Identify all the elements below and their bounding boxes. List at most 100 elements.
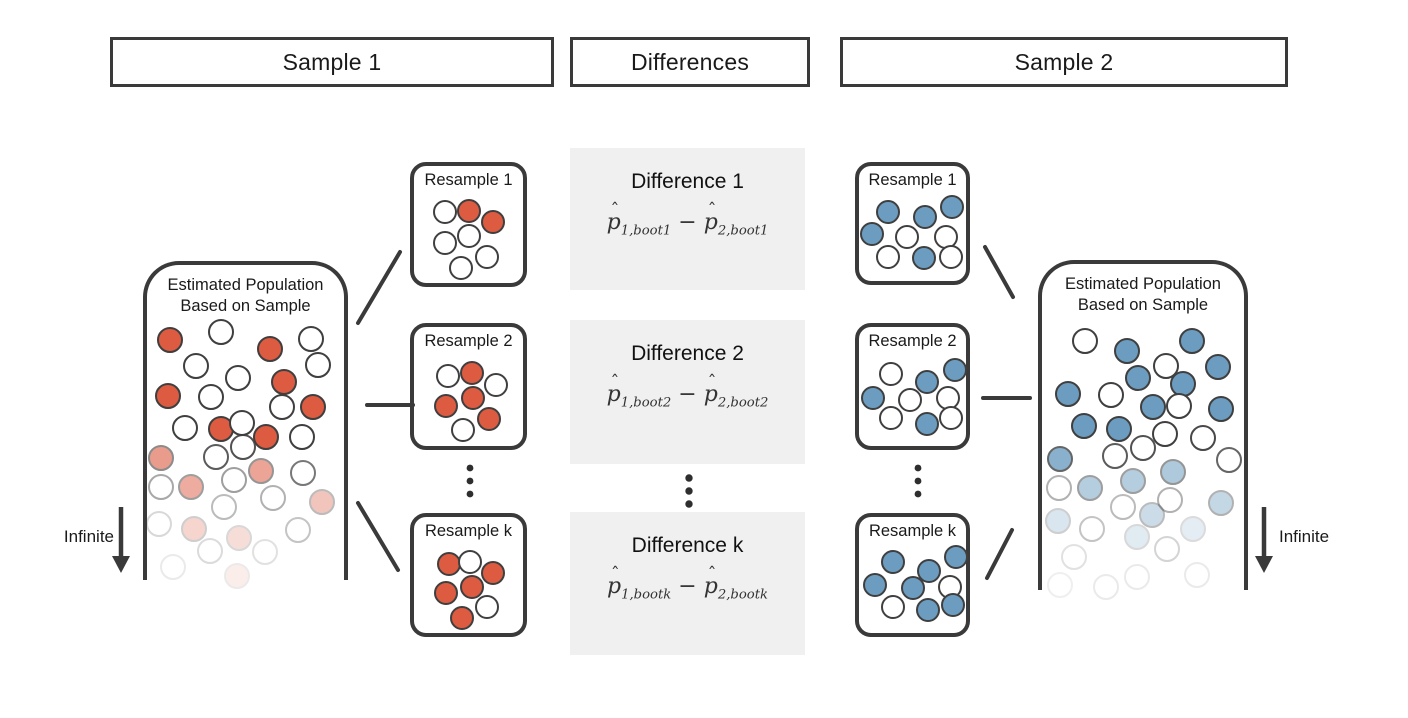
connector-resample1-pop2 [983,245,1015,299]
resample2-2-dot-white [939,406,963,430]
header-sample-2: Sample 2 [840,37,1288,87]
population-title-line2: Based on Sample [1077,296,1209,314]
population2-dot-blue [1114,338,1140,364]
resample1-2-dot-red [434,394,458,418]
population2-dot-white [1061,544,1087,570]
population2-dot-white [1093,574,1119,600]
population1-dot-red [226,525,252,551]
population-title-line1: Estimated Population [167,276,324,294]
population2-dot-blue [1160,459,1186,485]
population1-dot-red [178,474,204,500]
infinite-down-arrow-icon-right [1255,507,1273,573]
resample1-3-dot-red [450,606,474,630]
resample1-2-dot-red [461,386,485,410]
population2-dot-blue [1205,354,1231,380]
header-differences: Differences [570,37,810,87]
population1-dot-red [271,369,297,395]
population2-dot-blue [1120,468,1146,494]
population2-dot-blue [1179,328,1205,354]
resample1-3-dot-red [460,575,484,599]
connector-resamplek-pop2 [985,528,1014,580]
resample2-2-dot-white [879,406,903,430]
population2-dot-blue [1125,365,1151,391]
resample2-3-dot-blue [901,576,925,600]
population2-dot-white [1157,487,1183,513]
population2-dot-blue [1106,416,1132,442]
population2-dot-blue [1170,371,1196,397]
resample-label: Resample 1 [424,171,513,189]
vertical-ellipsis-right [914,464,922,498]
resample1-1-dot-white [433,231,457,255]
population1-dot-white [305,352,331,378]
population1-dot-white [269,394,295,420]
resample1-2-dot-white [451,418,475,442]
difference-title: Difference 1 [631,170,744,193]
population2-dot-white [1216,447,1242,473]
resample2-1-dot-white [939,245,963,269]
population1-dot-white [148,474,174,500]
resample2-2-dot-blue [943,358,967,382]
resample2-3-dot-blue [881,550,905,574]
resample1-2-dot-white [436,364,460,388]
population2-dot-blue [1208,396,1234,422]
population1-dot-white [146,511,172,537]
population2-dot-white [1152,421,1178,447]
difference-title: Difference k [631,534,744,557]
header-differences-label: Differences [630,48,750,75]
population2-dot-blue [1208,490,1234,516]
resample-label: Resample 2 [424,332,513,350]
population2-dot-blue [1124,524,1150,550]
population1-dot-red [148,445,174,471]
resample-label: Resample 1 [868,171,957,189]
population2-dot-white [1153,353,1179,379]
population-title-line2: Based on Sample [180,297,311,315]
population2-dot-white [1072,328,1098,354]
resample1-2-dot-red [460,361,484,385]
population1-dot-white [197,538,223,564]
infinite-label-right: Infinite [1279,527,1330,546]
resample1-3-dot-white [458,550,482,574]
population1-dot-white [203,444,229,470]
population1-dot-white [221,467,247,493]
resample1-2-dot-white [484,373,508,397]
resample2-1-dot-blue [940,195,964,219]
population2-dot-white [1098,382,1124,408]
population2-dot-blue [1045,508,1071,534]
resample1-1-dot-red [481,210,505,234]
population1-dot-white [208,319,234,345]
population2-dot-white [1184,562,1210,588]
resample2-2-dot-blue [915,370,939,394]
connector-pop1-resample1 [356,250,402,325]
population1-dot-white [285,517,311,543]
population2-dot-blue [1140,394,1166,420]
population-title-sample1: Estimated Population Based on Sample [147,275,344,317]
minus-sign: − [678,210,697,235]
resample1-2-dot-red [477,407,501,431]
population1-dot-white [225,365,251,391]
difference-title: Difference 2 [631,342,744,365]
resample2-3-dot-blue [944,545,968,569]
population1-dot-red [253,424,279,450]
population2-dot-white [1110,494,1136,520]
population1-dot-red [157,327,183,353]
population2-dot-blue [1077,475,1103,501]
population-title-sample2: Estimated Population Based on Sample [1042,274,1244,316]
header-sample-1: Sample 1 [110,37,554,87]
population2-dot-blue [1055,381,1081,407]
population1-dot-white [183,353,209,379]
resample2-3-dot-blue [916,598,940,622]
population1-dot-white [198,384,224,410]
vertical-ellipsis-middle [685,474,693,508]
resample2-2-dot-white [898,388,922,412]
population1-dot-red [309,489,335,515]
population1-dot-white [160,554,186,580]
